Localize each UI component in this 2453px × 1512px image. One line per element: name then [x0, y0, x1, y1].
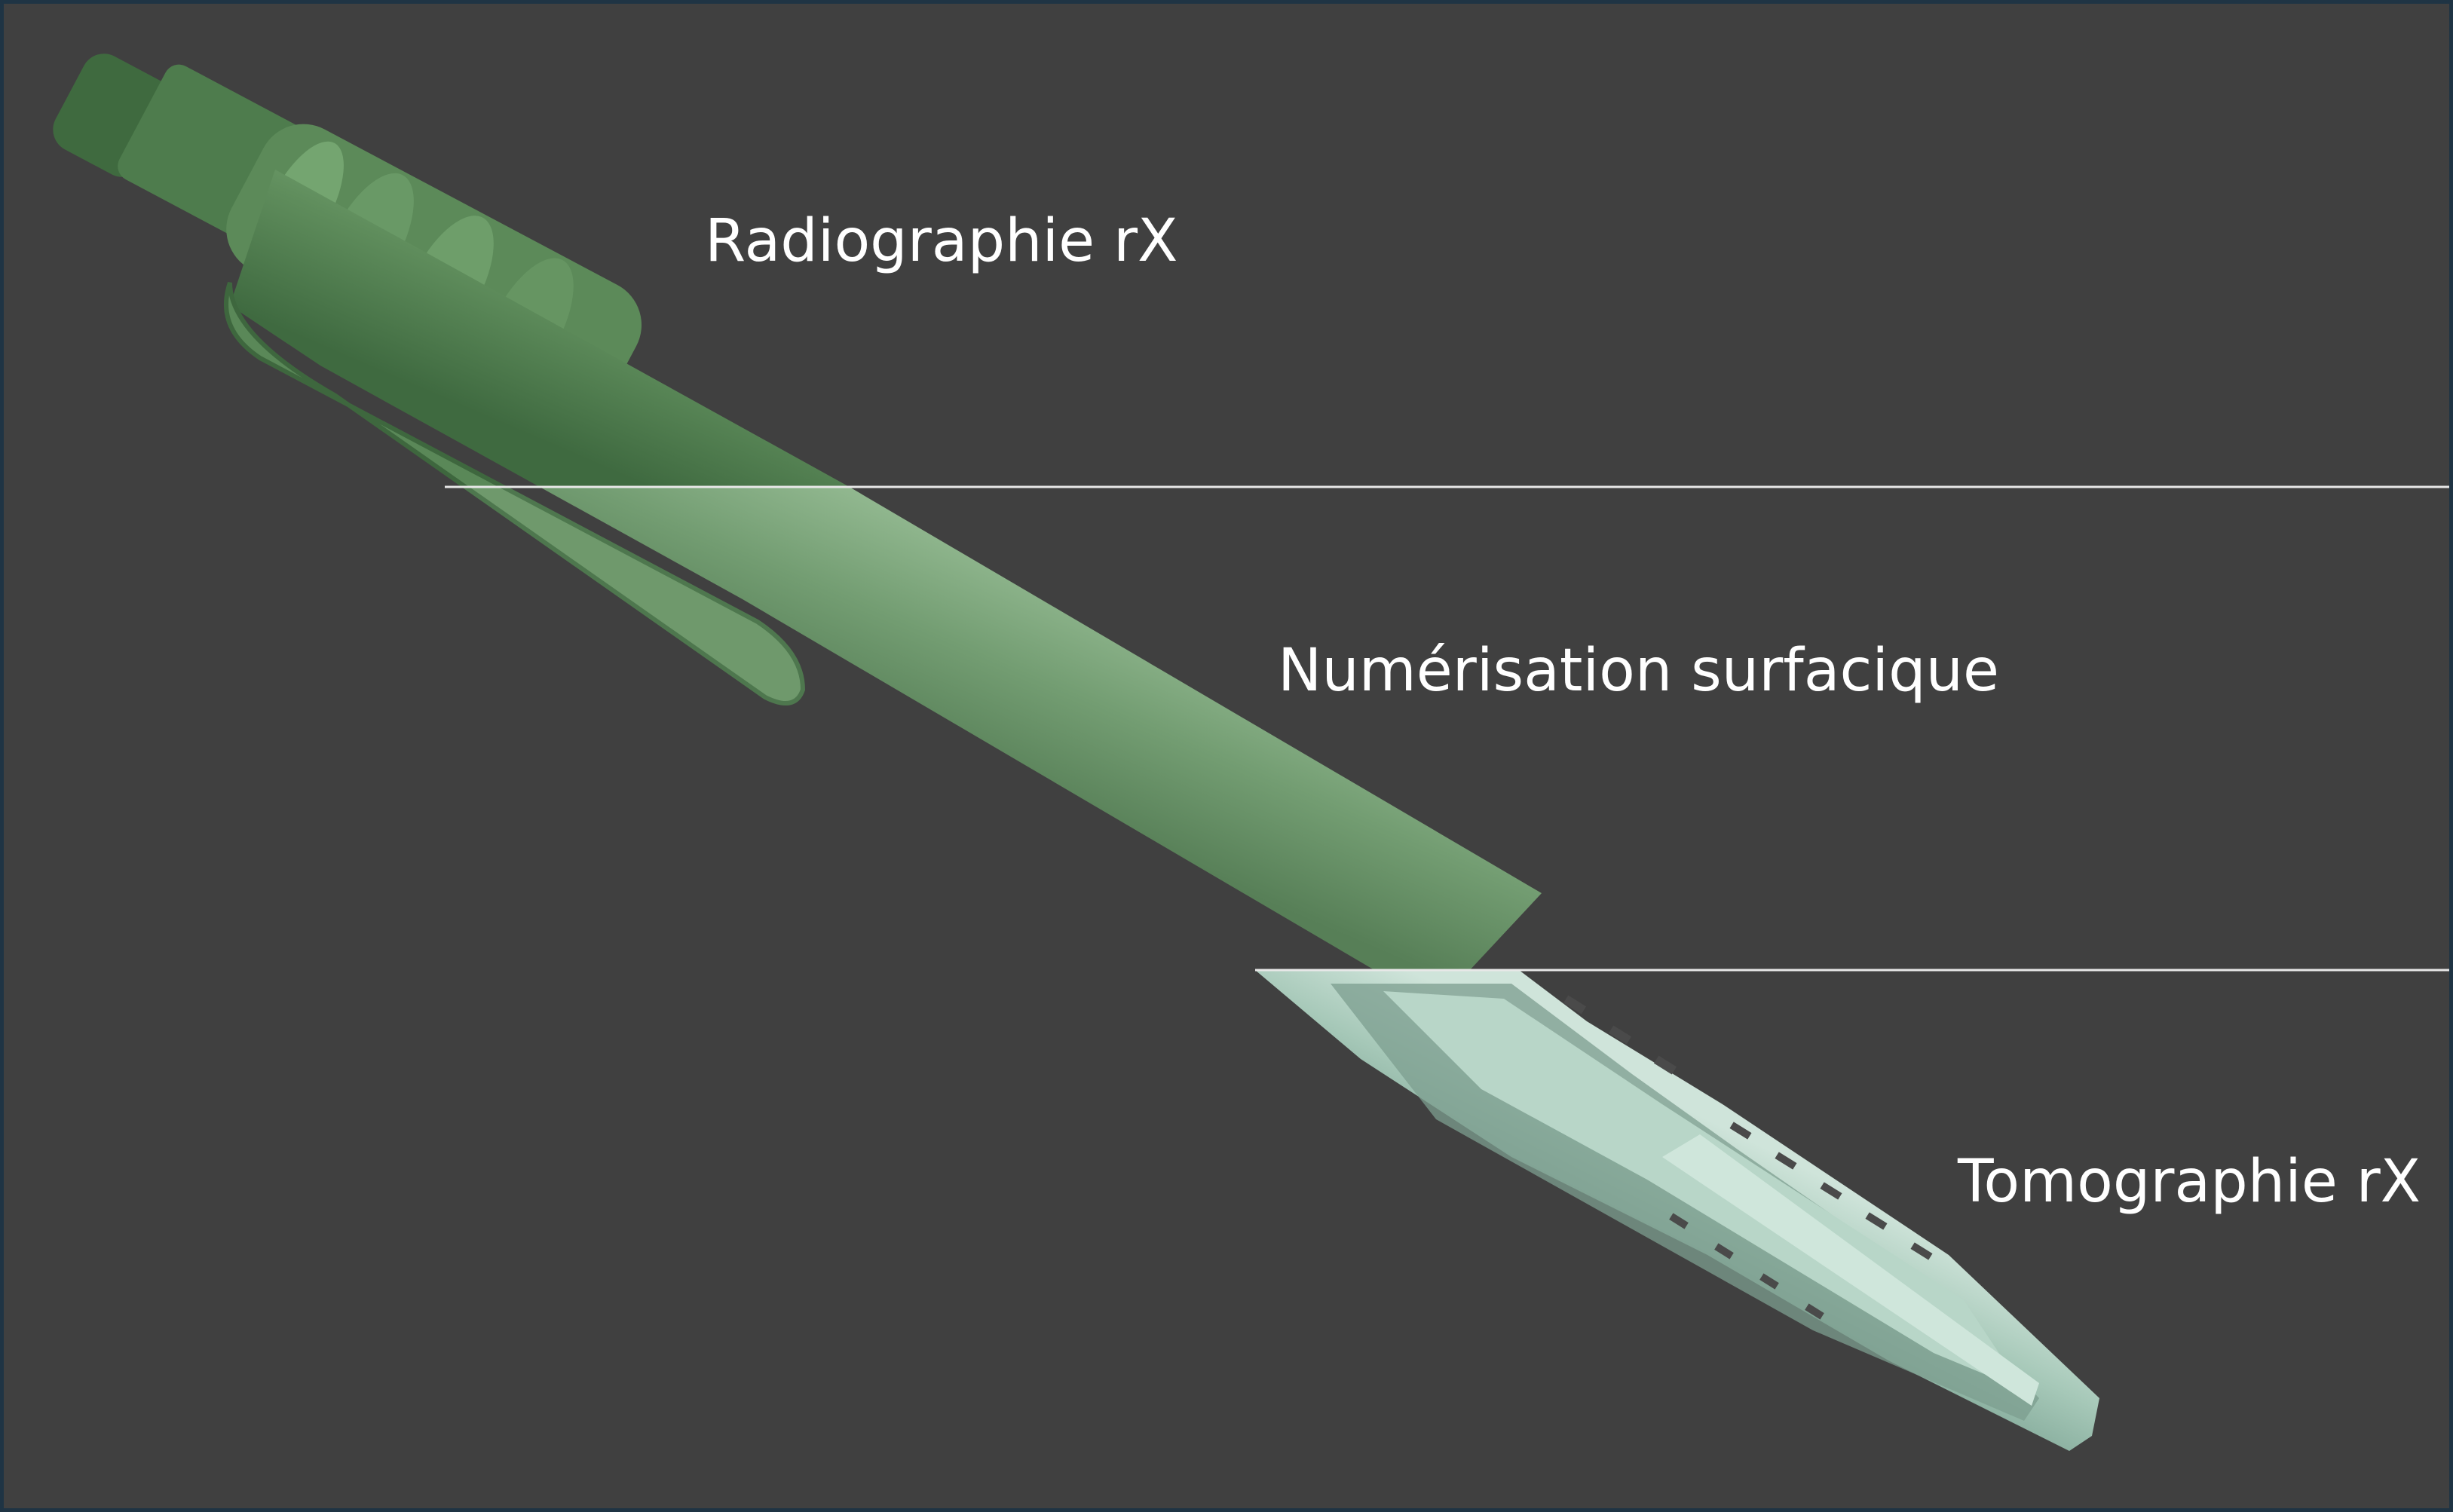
pen-surface-section: [461, 487, 1542, 970]
pen-radiography-section: [53, 54, 850, 487]
pen-render: [53, 54, 2449, 1451]
pen-tomography-section: [1255, 970, 2099, 1451]
label-radiography: Radiographie rX: [705, 207, 1178, 275]
label-surface-scan: Numérisation surfacique: [1278, 637, 2000, 705]
label-tomography: Tomographie rX: [1958, 1148, 2421, 1216]
